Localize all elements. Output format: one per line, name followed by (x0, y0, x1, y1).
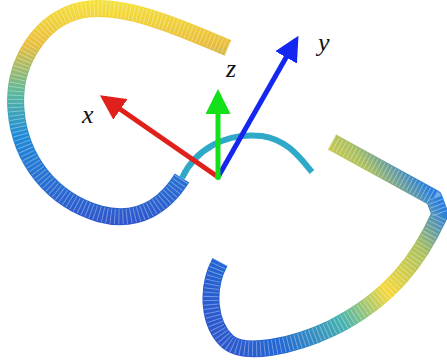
coordinate-axes (104, 40, 296, 180)
axis-label: z (226, 56, 236, 82)
axis-label: y (318, 30, 330, 56)
ribbon (16, 9, 440, 349)
axis-label: x (82, 102, 94, 128)
